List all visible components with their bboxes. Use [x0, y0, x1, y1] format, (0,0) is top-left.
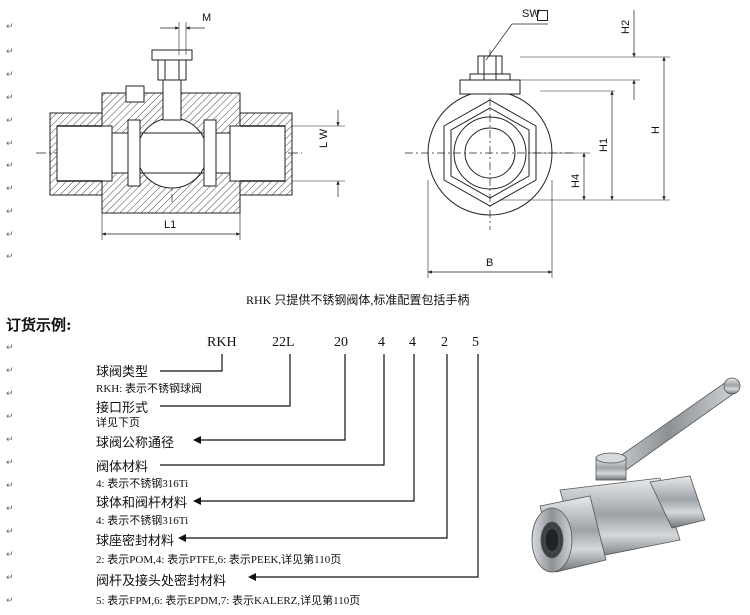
paragraph-mark: ↵ [6, 70, 14, 80]
order-code-connection: 22L [272, 335, 295, 350]
paragraph-mark: ↵ [6, 504, 14, 514]
paragraph-mark: ↵ [6, 22, 14, 32]
paragraph-mark: ↵ [6, 458, 14, 468]
side-section-view [36, 22, 345, 240]
order-item-label: 球体和阀杆材料 [96, 496, 188, 511]
order-example-heading: 订货示例: [6, 316, 72, 334]
paragraph-mark: ↵ [6, 389, 14, 399]
dim-h4-label: H4 [570, 173, 582, 188]
order-code-body-material: 4 [378, 335, 385, 350]
order-item-label: 球座密封材料 [96, 534, 175, 549]
order-item-note: 4: 表示不锈钢316Ti [96, 478, 189, 490]
order-item-label: 接口形式 [96, 401, 149, 416]
order-leaders [160, 354, 479, 578]
paragraph-mark: ↵ [6, 343, 14, 353]
dim-m-label: M [202, 12, 212, 24]
paragraph-mark: ↵ [6, 366, 14, 376]
paragraph-mark: ↵ [6, 93, 14, 103]
order-item-note: 详见下页 [96, 417, 140, 429]
order-code-bore: 20 [334, 335, 348, 350]
dim-h-label: H [650, 126, 662, 134]
order-item-label: 阀体材料 [96, 460, 149, 475]
order-item-label: 阀杆及接头处密封材料 [96, 574, 227, 589]
paragraph-mark: ↵ [6, 412, 14, 422]
drawing-caption: RHK 只提供不锈钢阀体,标准配置包括手柄 [246, 293, 470, 307]
dim-h1-label: H1 [598, 137, 610, 152]
paragraph-mark: ↵ [6, 207, 14, 217]
paragraph-mark: ↵ [6, 47, 14, 57]
paragraph-mark: ↵ [6, 184, 14, 194]
ball-valve-photo [531, 377, 741, 573]
order-code-type: RKH [207, 335, 237, 350]
paragraph-mark: ↵ [6, 550, 14, 560]
paragraph-mark: ↵ [6, 573, 14, 583]
order-item-note: RKH: 表示不锈钢球阀 [96, 383, 203, 395]
paragraph-mark: ↵ [6, 435, 14, 445]
paragraph-mark: ↵ [6, 252, 14, 262]
paragraph-mark: ↵ [6, 527, 14, 537]
end-view [405, 10, 670, 278]
order-item-label: 球阀类型 [96, 365, 149, 380]
dim-lw-label: L W [318, 128, 330, 148]
dim-sw-label: SW [522, 8, 540, 20]
paragraph-mark: ↵ [6, 139, 14, 149]
paragraph-mark: ↵ [6, 116, 14, 126]
dim-h2-label: H2 [620, 19, 632, 34]
order-code-seat-seal: 2 [441, 335, 448, 350]
order-code-ball-material: 4 [409, 335, 416, 350]
dim-l1-label: L1 [164, 219, 177, 231]
paragraph-mark: ↵ [6, 230, 14, 240]
dim-b-label: B [486, 257, 494, 269]
paragraph-mark: ↵ [6, 161, 14, 171]
paragraph-mark: ↵ [6, 481, 14, 491]
square-symbol-icon [537, 10, 548, 21]
order-code-stem-seal: 5 [472, 335, 479, 350]
order-leader-arrows [178, 436, 256, 581]
order-item-note: 4: 表示不锈钢316Ti [96, 515, 189, 527]
paragraph-mark: ↵ [6, 596, 14, 606]
order-item-note: 2: 表示POM,4: 表示PTFE,6: 表示PEEK,详见第110页 [96, 554, 342, 566]
order-item-label: 球阀公称通径 [96, 436, 175, 451]
order-item-note: 5: 表示FPM,6: 表示EPDM,7: 表示KALERZ,详见第110页 [96, 595, 361, 607]
